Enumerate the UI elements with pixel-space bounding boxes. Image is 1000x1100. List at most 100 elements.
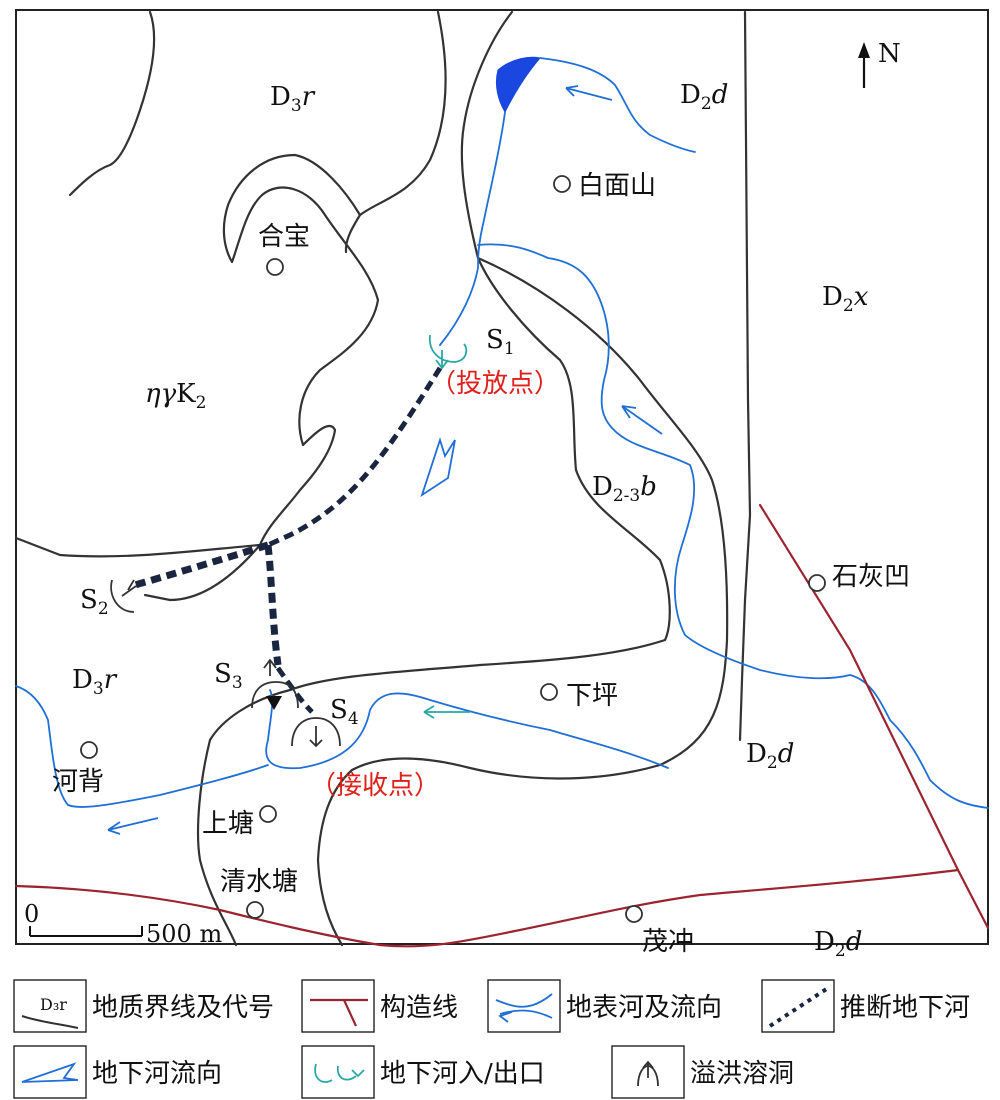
river-east-loop bbox=[477, 243, 989, 809]
place-hebei: 河背 bbox=[52, 767, 104, 797]
map-frame bbox=[15, 9, 989, 945]
boundary-band-outer bbox=[196, 10, 671, 947]
boundary-granite-north bbox=[14, 10, 447, 558]
point-s2: S2 bbox=[80, 585, 109, 619]
legend-geo-sample-label: D₃r bbox=[40, 995, 67, 1014]
place-baimianshan: 白面山 bbox=[578, 171, 656, 201]
legend-geo-line-sample bbox=[21, 1015, 79, 1029]
legend-overflow-cave-arrow bbox=[642, 1060, 654, 1078]
ug-s1-junction bbox=[266, 366, 443, 548]
river-middle bbox=[265, 689, 669, 770]
legend-inferred-river-label: 推断地下河 bbox=[840, 993, 970, 1023]
marker-baimianshan bbox=[553, 175, 571, 193]
legend-geo-line-label: 地质界线及代号 bbox=[92, 993, 274, 1023]
legend: D₃r 地质界线及代号 构造线 地表河及流向 推断地下河 地下河流向 地下河入/… bbox=[13, 979, 970, 1099]
structural-lines bbox=[14, 503, 990, 948]
unit-granite: ηγK2 bbox=[145, 379, 206, 413]
legend-fault-sample bbox=[310, 998, 368, 1027]
scale-zero: 0 bbox=[24, 900, 39, 928]
lake bbox=[495, 56, 541, 114]
legend-surface-river-label: 地表河及流向 bbox=[566, 993, 722, 1023]
river-northeast bbox=[539, 57, 696, 153]
north-label: N bbox=[878, 39, 901, 69]
point-s4-note: （接收点） bbox=[310, 771, 440, 801]
legend-surface-river-sample bbox=[495, 993, 553, 1019]
ug-junction-s2 bbox=[134, 541, 270, 589]
legend-ug-flow-sample bbox=[21, 1062, 79, 1083]
s1-inlet-symbol bbox=[428, 334, 468, 363]
marker-shihuiao bbox=[808, 574, 826, 592]
legend-inferred-river-sample bbox=[768, 986, 830, 1028]
boundary-hebao bbox=[344, 213, 362, 254]
inout-symbols bbox=[110, 334, 468, 748]
flow-arrow-west bbox=[107, 817, 159, 835]
marker-maochong bbox=[625, 905, 643, 923]
marker-hebei bbox=[80, 741, 98, 759]
place-xiaping: 下坪 bbox=[566, 681, 618, 711]
place-qingshuitang: 清水塘 bbox=[220, 867, 298, 897]
legend-fault-label: 构造线 bbox=[380, 993, 458, 1023]
legend-ug-inout-label: 地下河入/出口 bbox=[380, 1059, 545, 1089]
surface-rivers bbox=[15, 56, 989, 809]
unit-labels: D3r D2d D2x ηγK2 D2-3b D3r D2d D2d bbox=[72, 80, 869, 961]
s3-cave-marker bbox=[266, 696, 282, 710]
s3-cave-arc bbox=[251, 681, 299, 709]
place-labels: 白面山 合宝 石灰凹 下坪 河背 上塘 清水塘 茂冲 bbox=[52, 171, 910, 957]
ug-flow-arrow bbox=[420, 437, 456, 498]
marker-qingshuitang bbox=[246, 901, 264, 919]
unit-d23b: D2-3b bbox=[592, 472, 657, 506]
marker-xiaping bbox=[540, 683, 558, 701]
river-west bbox=[15, 685, 269, 808]
unit-d2x: D2x bbox=[822, 282, 869, 316]
point-s1-note: （投放点） bbox=[430, 369, 560, 399]
north-arrow-head bbox=[858, 42, 870, 58]
s2-outlet-symbol bbox=[110, 579, 135, 613]
unit-d3r-top: D3r bbox=[270, 82, 316, 116]
point-labels: S1 （投放点） S2 S3 S4 （接收点） bbox=[80, 325, 560, 801]
underground-rivers bbox=[134, 366, 443, 714]
legend-surface-arrow-sample bbox=[498, 1011, 513, 1023]
s2-outlet-arrow bbox=[121, 579, 137, 597]
scale-bar: 0 500 m bbox=[24, 900, 222, 948]
surface-flow-arrows bbox=[107, 85, 663, 835]
ug-s3-s4 bbox=[275, 666, 314, 714]
unit-d2d-top: D2d bbox=[680, 80, 728, 114]
s4-down-arrow bbox=[309, 726, 323, 748]
ug-flow-arrow-shape bbox=[420, 437, 456, 498]
boundary-band-inner bbox=[316, 256, 729, 947]
legend-overflow-cave-label: 溢洪溶洞 bbox=[690, 1059, 794, 1089]
point-s4: S4 bbox=[330, 695, 359, 729]
fault-south bbox=[14, 868, 960, 948]
scale-distance: 500 m bbox=[146, 920, 222, 948]
boundary-northwest bbox=[68, 10, 156, 197]
marker-shangtang bbox=[259, 805, 277, 823]
flow-arrow-lake bbox=[565, 85, 613, 101]
place-maochong: 茂冲 bbox=[642, 927, 694, 957]
flow-arrow-middle bbox=[423, 705, 470, 719]
legend-ug-flow-label: 地下河流向 bbox=[92, 1059, 222, 1089]
s4-cave-arc bbox=[291, 717, 341, 747]
place-hebao: 合宝 bbox=[258, 222, 310, 252]
unit-d2d-mid: D2d bbox=[746, 739, 794, 773]
boundary-east bbox=[738, 10, 752, 742]
s1-inlet-arrow bbox=[435, 350, 449, 370]
legend-swatch-inferred-river bbox=[761, 979, 835, 1033]
place-markers bbox=[80, 175, 826, 923]
legend-ug-inout-sample bbox=[314, 1063, 365, 1083]
north-arrow: N bbox=[858, 39, 901, 88]
legend-swatch-fault bbox=[301, 979, 375, 1033]
place-shangtang: 上塘 bbox=[202, 809, 254, 839]
fault-diagonal bbox=[758, 503, 990, 930]
place-shihuiao: 石灰凹 bbox=[832, 562, 910, 592]
point-s3: S3 bbox=[214, 659, 243, 693]
river-to-s1 bbox=[439, 111, 506, 346]
unit-d3r-left: D3r bbox=[72, 665, 118, 699]
point-s1: S1 bbox=[486, 325, 515, 359]
boundary-west bbox=[143, 543, 262, 602]
s3-up-arrow bbox=[263, 658, 277, 676]
marker-hebao bbox=[266, 258, 284, 276]
geologic-boundaries bbox=[14, 10, 752, 947]
unit-d2d-bottom: D2d bbox=[814, 927, 862, 961]
flow-arrow-east bbox=[621, 405, 663, 435]
